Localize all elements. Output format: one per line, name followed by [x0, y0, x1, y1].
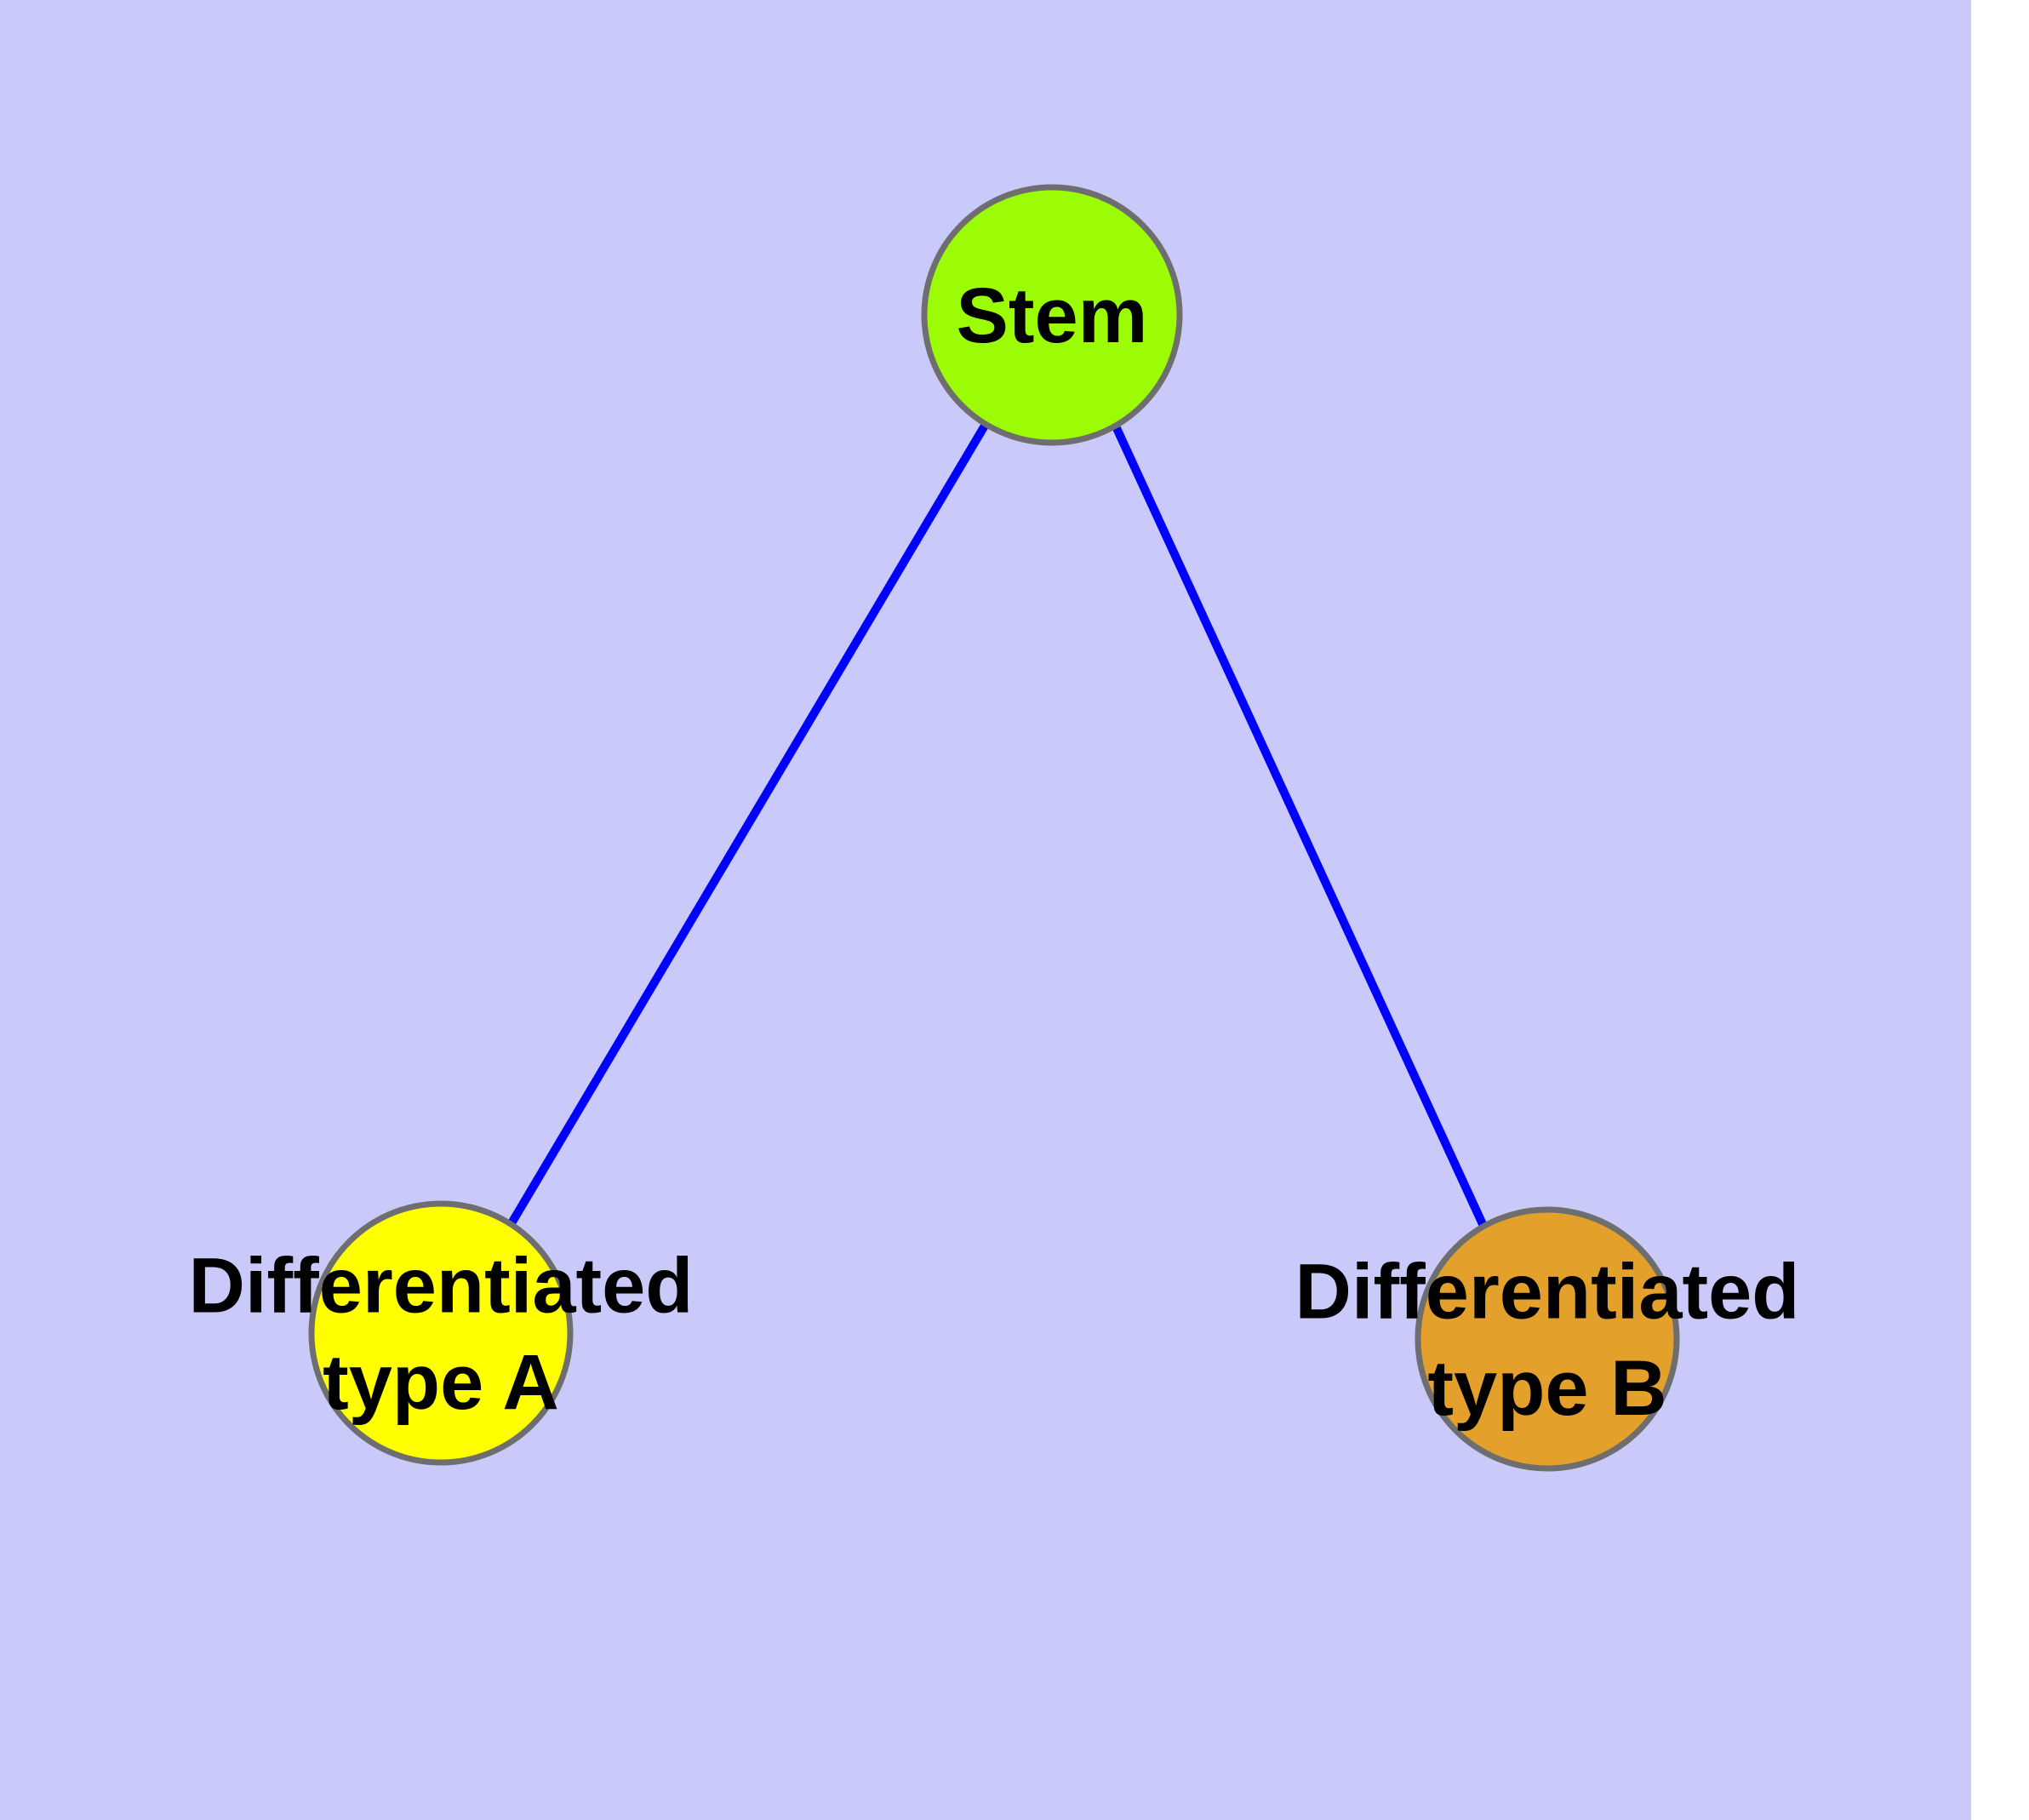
node-label-line: Differentiated: [189, 1243, 694, 1330]
node-label-differentiated-type-a: Differentiated type A: [189, 1243, 694, 1426]
node-label-stem: Stem: [957, 272, 1148, 359]
node-layer: [308, 184, 1680, 1472]
node-label-line: Stem: [957, 272, 1148, 359]
node-differentiated-type-b[interactable]: [1415, 1206, 1680, 1472]
node-label-differentiated-type-b: Differentiated type B: [1295, 1249, 1800, 1432]
edge-stem-to-diff-a[interactable]: [507, 423, 989, 1226]
node-differentiated-type-a[interactable]: [308, 1200, 574, 1466]
node-label-line: type A: [323, 1339, 559, 1426]
node-label-line: type B: [1427, 1345, 1666, 1432]
edge-layer: [507, 423, 1487, 1227]
label-layer: Stem Differentiated type A Differentiated…: [189, 272, 1800, 1432]
node-stem[interactable]: [921, 184, 1183, 446]
edge-stem-to-diff-b[interactable]: [1112, 426, 1487, 1227]
node-label-line: Differentiated: [1295, 1249, 1800, 1336]
